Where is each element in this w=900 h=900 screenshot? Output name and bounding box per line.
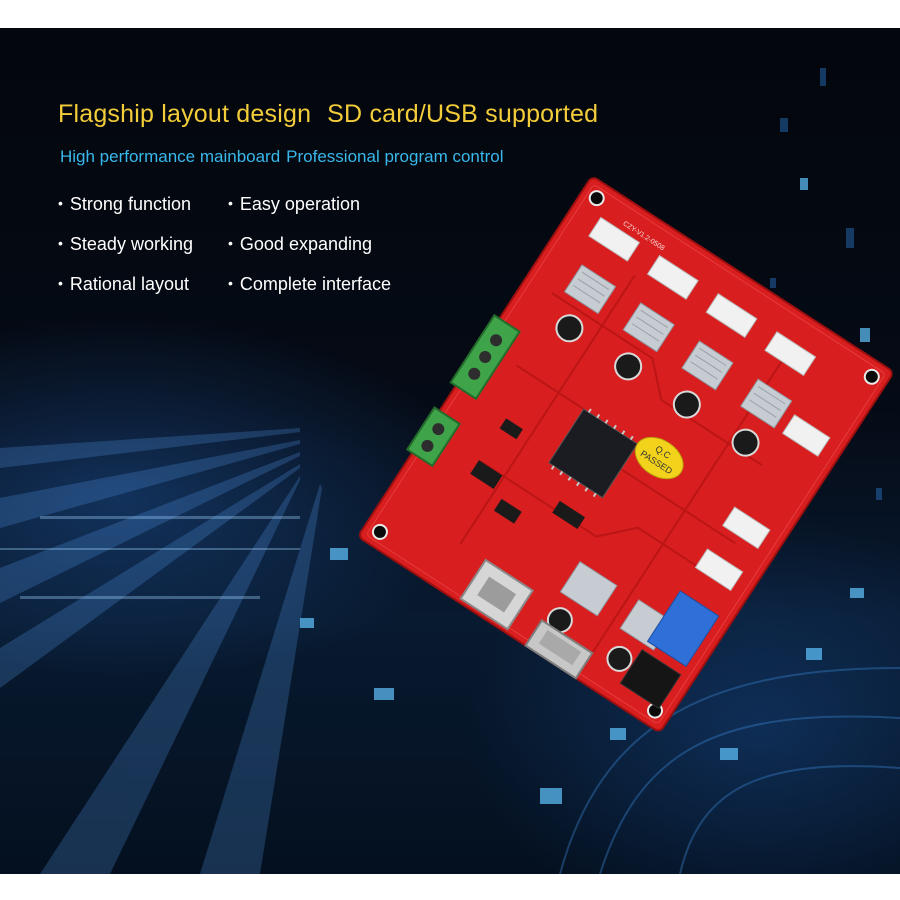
feature-item: Strong function (58, 194, 191, 215)
terminal-block-icon (405, 313, 521, 468)
feature-item: Easy operation (228, 194, 360, 215)
heatsink-icon (559, 264, 793, 651)
black-pin-header (619, 649, 682, 709)
capacitor-icon (546, 314, 760, 672)
microcontroller-chip-icon (548, 408, 639, 499)
headline-storage: SD card/USB supported (327, 100, 599, 128)
sd-card-slot-icon (524, 619, 594, 680)
blue-pin-header (646, 590, 720, 668)
feature-item: Complete interface (228, 274, 391, 295)
subheadline: High performance mainboard Professional p… (60, 147, 504, 167)
feature-item: Steady working (58, 234, 193, 255)
feature-item: Good expanding (228, 234, 372, 255)
promo-banner: Q.C PASSED (0, 28, 900, 874)
usb-port-icon (459, 558, 535, 631)
subheadline-control: Professional program control (286, 147, 504, 166)
subheadline-mainboard: High performance mainboard (60, 147, 281, 166)
motor-connectors (588, 216, 831, 592)
headline-layout: Flagship layout design (58, 100, 312, 128)
headline: Flagship layout design SD card/USB suppor… (58, 100, 598, 129)
feature-item: Rational layout (58, 274, 189, 295)
qc-passed-stamp: Q.C PASSED (634, 436, 684, 480)
mainboard-image: Q.C PASSED (359, 177, 893, 732)
background-light-streaks (0, 68, 900, 874)
